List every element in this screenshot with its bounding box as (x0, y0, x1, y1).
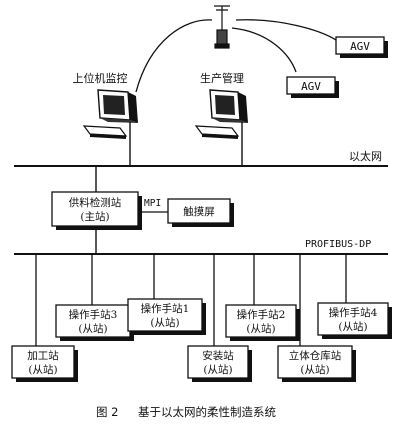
supply-station-role: (主站) (80, 210, 109, 223)
wireless-arc-agv2 (231, 27, 297, 73)
assembly-role: (从站) (203, 363, 232, 376)
wireless-arc-supervisor (135, 19, 213, 93)
manipulator-station-4: 操作手站4 (从站) (317, 302, 392, 339)
profibus-label: PROFIBUS-DP (305, 239, 371, 250)
mpi-label: MPI (144, 198, 161, 209)
touchscreen-box: 触摸屏 (167, 198, 234, 227)
agv-1-label: AGV (350, 40, 370, 53)
manip-3-role: (从站) (78, 322, 107, 335)
assembly-station: 安装站 (从站) (187, 345, 252, 382)
ethernet-bus: 以太网 (14, 146, 388, 192)
warehouse-station: 立体仓库站 (从站) (277, 345, 356, 382)
production-computer: 生产管理 (194, 71, 248, 146)
wireless-links (135, 19, 337, 93)
manip-1-name: 操作手站1 (141, 302, 190, 315)
computer-icon (82, 89, 138, 146)
figure-number: 图 2 (96, 405, 118, 419)
manip-4-name: 操作手站4 (329, 306, 378, 319)
manip-1-role: (从站) (150, 316, 179, 329)
computer-icon (194, 89, 248, 146)
manip-2-role: (从站) (246, 322, 275, 335)
agv-2-label: AGV (301, 80, 321, 93)
supply-station-name: 供料检测站 (69, 196, 122, 209)
manipulator-station-1: 操作手站1 (从站) (127, 298, 206, 335)
supervisor-label: 上位机监控 (73, 71, 128, 85)
processing-station: 加工站 (从站) (11, 345, 78, 382)
wireless-arc-agv1 (235, 19, 337, 41)
agv-1: AGV (335, 36, 388, 58)
manip-4-role: (从站) (338, 320, 367, 333)
assembly-name: 安装站 (202, 349, 234, 362)
manipulator-station-3: 操作手站3 (从站) (55, 304, 134, 341)
manip-3-name: 操作手站3 (69, 308, 118, 321)
processing-role: (从站) (28, 363, 57, 376)
manipulator-station-2: 操作手站2 (从站) (225, 304, 300, 341)
manip-2-name: 操作手站2 (237, 308, 286, 321)
supervisor-computer: 上位机监控 (73, 71, 138, 146)
processing-name: 加工站 (27, 349, 59, 362)
warehouse-role: (从站) (300, 363, 329, 376)
ethernet-label: 以太网 (349, 150, 382, 163)
touchscreen-label: 触摸屏 (183, 205, 215, 218)
figure-title: 基于以太网的柔性制造系统 (138, 405, 276, 419)
supply-station-box: 供料检测站 (主站) (51, 191, 142, 230)
production-label: 生产管理 (200, 71, 244, 85)
antenna-icon (214, 5, 230, 49)
agv-2: AGV (286, 76, 339, 98)
warehouse-name: 立体仓库站 (289, 349, 342, 362)
figure-caption: 图 2 基于以太网的柔性制造系统 (96, 405, 276, 419)
